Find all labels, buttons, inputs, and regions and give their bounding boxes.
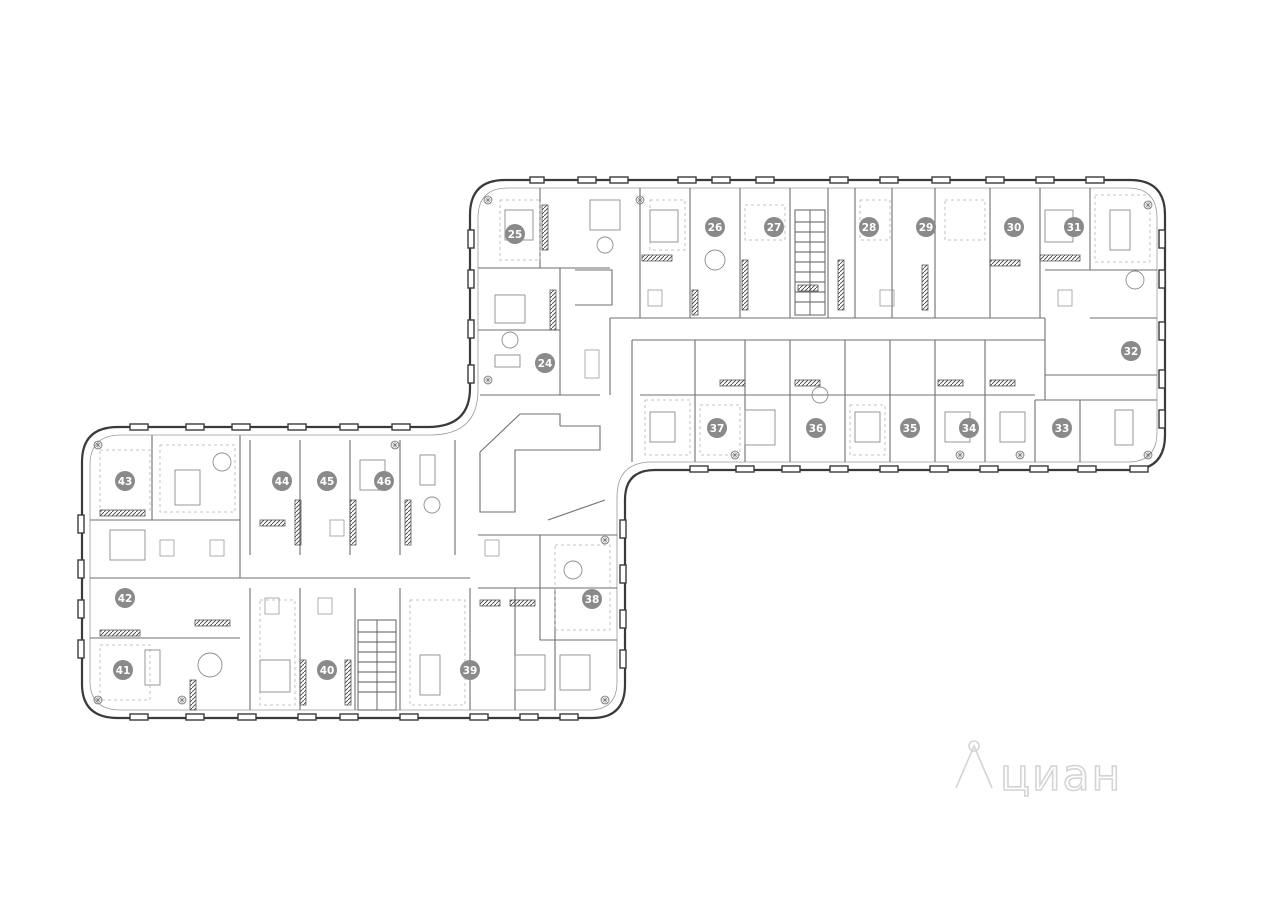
unit-badge-circle (900, 418, 920, 438)
unit-badge-circle (460, 660, 480, 680)
unit-badge-44[interactable]: 44 (272, 471, 292, 491)
unit-badge-circle (115, 588, 135, 608)
unit-number: 41 (116, 665, 131, 677)
unit-badge-circle (113, 660, 133, 680)
unit-number: 27 (767, 222, 782, 234)
unit-badge-circle (115, 471, 135, 491)
unit-badge-circle (707, 418, 727, 438)
unit-badge-30[interactable]: 30 (1004, 217, 1024, 237)
unit-badge-circle (916, 217, 936, 237)
unit-badge-circle (582, 589, 602, 609)
unit-badge-33[interactable]: 33 (1052, 418, 1072, 438)
unit-number: 33 (1055, 423, 1070, 435)
unit-badge-circle (1121, 341, 1141, 361)
unit-badge-46[interactable]: 46 (374, 471, 394, 491)
unit-badge-circle (505, 224, 525, 244)
building-outline (80, 178, 1167, 720)
unit-number: 31 (1067, 222, 1082, 234)
unit-number: 43 (118, 476, 133, 488)
unit-number: 26 (708, 222, 723, 234)
unit-badge-38[interactable]: 38 (582, 589, 602, 609)
unit-number: 34 (962, 423, 977, 435)
unit-badge-circle (705, 217, 725, 237)
unit-number: 30 (1007, 222, 1022, 234)
unit-number: 38 (585, 594, 600, 606)
zone-lines (99, 194, 1151, 706)
unit-badge-34[interactable]: 34 (959, 418, 979, 438)
windows (77, 176, 1166, 721)
unit-badge-circle (272, 471, 292, 491)
storage-hatching (99, 204, 1081, 711)
unit-badge-27[interactable]: 27 (764, 217, 784, 237)
unit-number: 32 (1124, 346, 1139, 358)
unit-badge-circle (959, 418, 979, 438)
unit-number: 35 (903, 423, 918, 435)
unit-badge-circle (806, 418, 826, 438)
unit-badge-41[interactable]: 41 (113, 660, 133, 680)
unit-badge-37[interactable]: 37 (707, 418, 727, 438)
unit-number: 46 (377, 476, 392, 488)
unit-badge-32[interactable]: 32 (1121, 341, 1141, 361)
unit-badge-circle (374, 471, 394, 491)
unit-badge-45[interactable]: 45 (317, 471, 337, 491)
unit-badge-25[interactable]: 25 (505, 224, 525, 244)
watermark: циан (955, 740, 1122, 802)
unit-labels: 24 25 26 27 28 29 30 31 32 33 34 35 36 37 38 39 40 41 42 43… (113, 217, 1141, 680)
unit-number: 24 (538, 358, 553, 370)
unit-number: 42 (118, 593, 133, 605)
unit-badge-43[interactable]: 43 (115, 471, 135, 491)
unit-badge-circle (764, 217, 784, 237)
unit-badge-24[interactable]: 24 (535, 353, 555, 373)
unit-badge-circle (859, 217, 879, 237)
unit-number: 45 (320, 476, 335, 488)
unit-number: 28 (862, 222, 877, 234)
furniture (109, 199, 1145, 696)
unit-badge-circle (317, 660, 337, 680)
unit-badge-28[interactable]: 28 (859, 217, 879, 237)
unit-badge-31[interactable]: 31 (1064, 217, 1084, 237)
unit-badge-36[interactable]: 36 (806, 418, 826, 438)
unit-badge-40[interactable]: 40 (317, 660, 337, 680)
watermark-text: циан (1000, 750, 1122, 801)
unit-number: 36 (809, 423, 824, 435)
unit-badge-circle (1052, 418, 1072, 438)
unit-badge-35[interactable]: 35 (900, 418, 920, 438)
unit-badge-circle (317, 471, 337, 491)
unit-badge-26[interactable]: 26 (705, 217, 725, 237)
unit-badge-39[interactable]: 39 (460, 660, 480, 680)
staircases (357, 209, 826, 711)
unit-badge-29[interactable]: 29 (916, 217, 936, 237)
unit-badge-circle (535, 353, 555, 373)
unit-number: 39 (463, 665, 478, 677)
watermark-icon (955, 740, 993, 789)
unit-number: 37 (710, 423, 725, 435)
unit-badge-42[interactable]: 42 (115, 588, 135, 608)
unit-number: 25 (508, 229, 523, 241)
unit-badge-circle (1004, 217, 1024, 237)
unit-badge-circle (1064, 217, 1084, 237)
unit-number: 44 (275, 476, 290, 488)
unit-number: 29 (919, 222, 934, 234)
unit-number: 40 (320, 665, 335, 677)
